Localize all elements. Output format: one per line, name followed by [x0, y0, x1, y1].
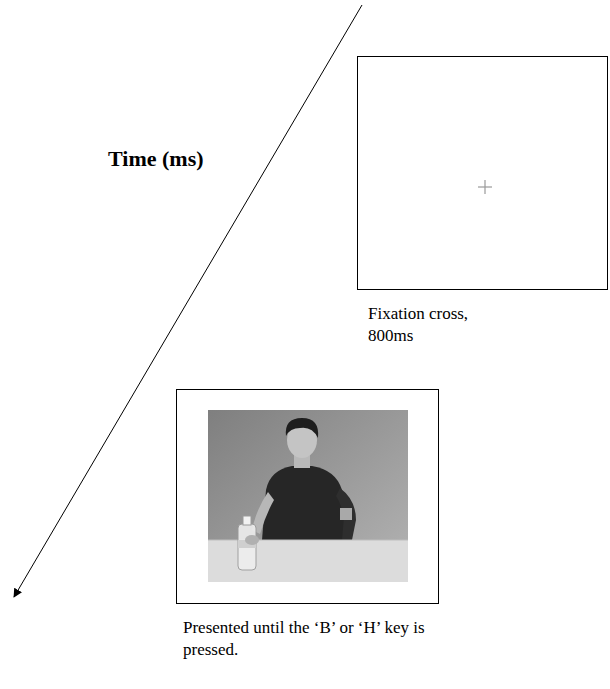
frame-caption: Presented until the ‘B’ or ‘H’ key is pr… [183, 617, 445, 661]
stimulus-frame: Fixation cross, 800ms [357, 56, 608, 290]
time-arrow [14, 5, 362, 597]
stimulus-photo [208, 410, 408, 582]
frame-caption: Fixation cross, 800ms [368, 303, 508, 347]
fixation-cross [478, 180, 492, 194]
axis-label: Time (ms) [108, 146, 204, 172]
stimulus-frame: Presented until the ‘B’ or ‘H’ key is pr… [176, 389, 439, 604]
